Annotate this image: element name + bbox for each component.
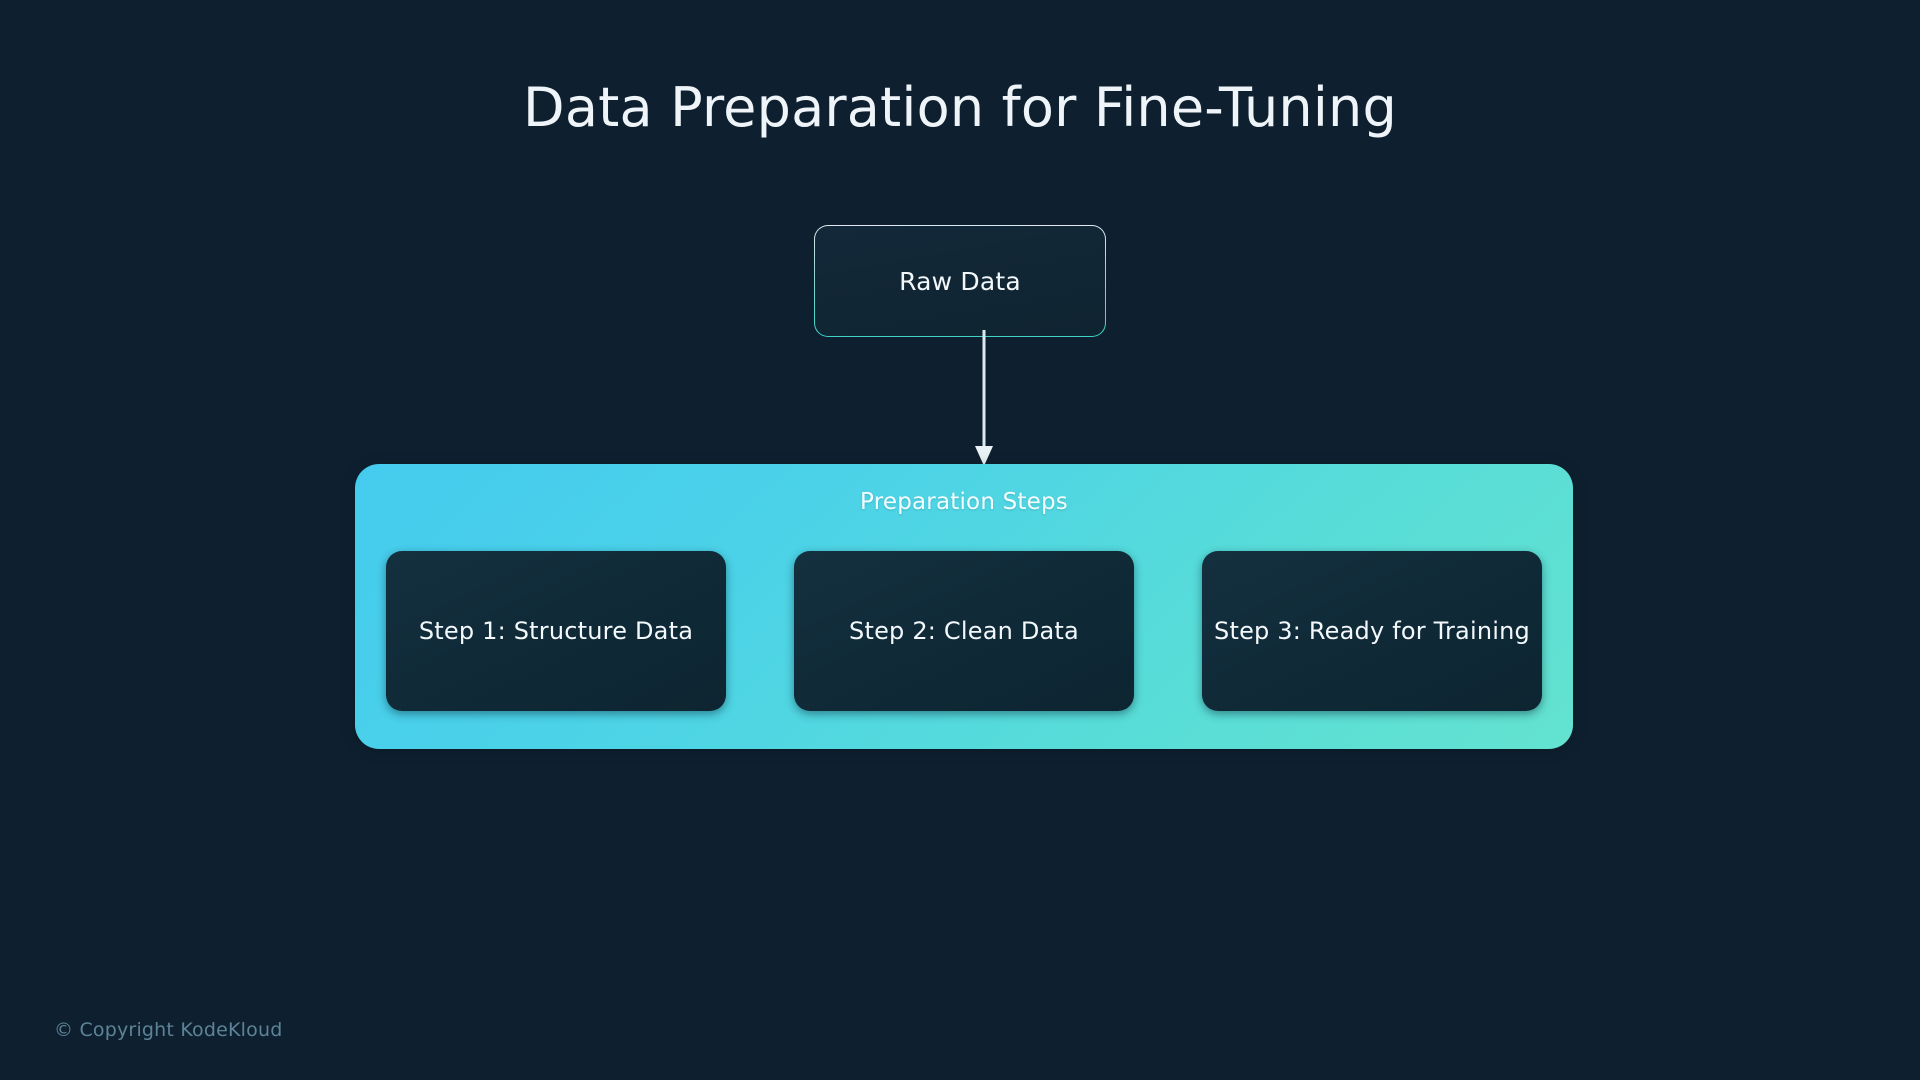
raw-data-node[interactable]: Raw Data	[814, 225, 1106, 337]
connector-arrow-container	[930, 330, 1050, 470]
raw-data-label: Raw Data	[899, 266, 1021, 296]
step-label-2: Step 2: Clean Data	[849, 617, 1079, 645]
arrow-down-icon	[975, 330, 993, 466]
step-label-3: Step 3: Ready for Training	[1214, 617, 1530, 645]
step-box-2[interactable]: Step 2: Clean Data	[794, 551, 1134, 711]
footer-copyright: © Copyright KodeKloud	[54, 1019, 283, 1041]
preparation-steps-group: Preparation Steps Step 1: Structure Data…	[355, 464, 1573, 749]
preparation-steps-title: Preparation Steps	[860, 489, 1068, 515]
step-label-1: Step 1: Structure Data	[418, 617, 694, 645]
step-box-3[interactable]: Step 3: Ready for Training	[1202, 551, 1542, 711]
page-title: Data Preparation for Fine-Tuning	[523, 76, 1397, 139]
steps-row: Step 1: Structure Data Step 2: Clean Dat…	[386, 551, 1542, 711]
step-box-1[interactable]: Step 1: Structure Data	[386, 551, 726, 711]
